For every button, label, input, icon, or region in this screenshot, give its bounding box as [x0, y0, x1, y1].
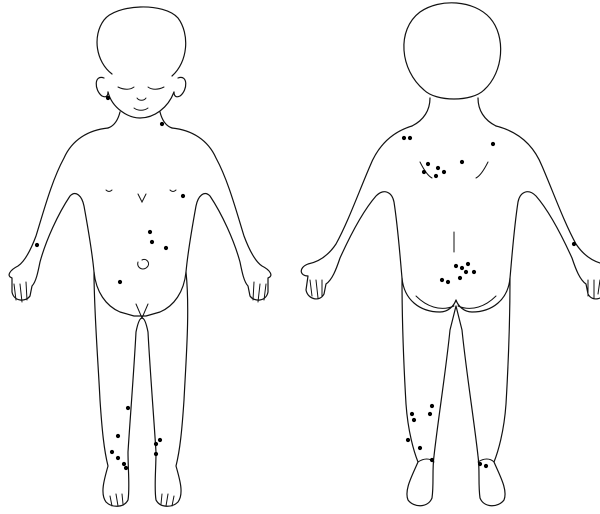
- front-sternum: [138, 194, 146, 202]
- front-lesion-dot: [116, 456, 120, 460]
- back-lesion-dot: [484, 464, 488, 468]
- back-lesion-dot: [434, 174, 438, 178]
- front-lesion-dot: [158, 438, 162, 442]
- back-lesion-dot: [418, 446, 422, 450]
- front-lesion-dot: [35, 243, 39, 247]
- front-neck-left: [108, 112, 120, 128]
- back-lesion-dot: [410, 412, 414, 416]
- front-lesion-dot: [164, 246, 168, 250]
- back-lesion-dot: [460, 160, 464, 164]
- back-lesion-dot: [430, 458, 434, 462]
- back-legs-outline: [402, 278, 510, 506]
- front-jaw: [108, 92, 174, 118]
- front-right-fingers: [253, 282, 266, 302]
- posterior-view: [301, 3, 600, 506]
- front-navel: [138, 259, 149, 269]
- front-left-fingers: [14, 282, 27, 302]
- back-gluteal-crease-left: [416, 296, 454, 308]
- front-lesion-dot: [150, 240, 154, 244]
- back-lesion-dot: [454, 264, 458, 268]
- front-nose: [137, 98, 146, 100]
- back-torso-arms-outline: [301, 126, 600, 312]
- front-head-outline: [97, 7, 186, 76]
- back-lesion-dot: [442, 170, 446, 174]
- back-lesion-dot: [408, 136, 412, 140]
- back-head-outline: [404, 3, 501, 99]
- back-lesion-dot: [402, 136, 406, 140]
- back-lesion-dot: [460, 266, 464, 270]
- front-right-ear: [174, 77, 186, 96]
- back-lesion-dot: [572, 242, 576, 246]
- back-lesion-dot: [406, 438, 410, 442]
- front-lesion-dot: [118, 280, 122, 284]
- back-lesion-dot: [428, 412, 432, 416]
- front-right-eye: [148, 87, 164, 89]
- back-right-scapula: [476, 162, 488, 178]
- back-lesion-dot: [412, 418, 416, 422]
- front-mouth: [134, 108, 148, 110]
- back-lesion-dot: [422, 170, 426, 174]
- front-lesion-dot: [126, 406, 130, 410]
- back-left-fingers: [310, 280, 322, 298]
- back-gluteal-crease-right: [458, 296, 496, 308]
- back-lesion-dot: [464, 270, 468, 274]
- front-lesion-dot: [154, 442, 158, 446]
- front-lesion-dot: [154, 452, 158, 456]
- back-right-heel: [478, 459, 494, 462]
- front-left-ear: [96, 77, 108, 96]
- back-neck-left: [412, 98, 430, 126]
- back-lesion-dot: [472, 270, 476, 274]
- front-lesion-dot: [148, 230, 152, 234]
- back-lesion-dot: [491, 142, 495, 146]
- front-lesion-dot: [160, 122, 164, 126]
- back-right-fingers: [588, 280, 600, 298]
- back-lesion-dot: [436, 166, 440, 170]
- front-right-nipple: [170, 190, 176, 192]
- back-lesion-dot: [440, 278, 444, 282]
- anterior-view: [9, 7, 271, 506]
- back-lesion-dot: [446, 280, 450, 284]
- front-torso-arms-outline: [9, 128, 271, 316]
- front-lesion-dot: [181, 194, 185, 198]
- back-lesion-dot: [430, 404, 434, 408]
- back-lesion-dot: [466, 262, 470, 266]
- back-neck-right: [478, 98, 496, 126]
- back-lesion-dot: [426, 162, 430, 166]
- front-left-nipple: [106, 190, 112, 192]
- front-left-toes: [110, 494, 123, 506]
- front-lesion-dot: [122, 462, 126, 466]
- back-lesion-dot: [458, 276, 462, 280]
- lesion-markers: [35, 96, 576, 470]
- back-lesion-dot: [478, 462, 482, 466]
- front-legs-outline: [94, 272, 188, 506]
- front-left-eye: [118, 87, 134, 89]
- front-lesion-dot: [110, 450, 114, 454]
- front-right-toes: [161, 494, 174, 506]
- front-lesion-dot: [106, 96, 110, 100]
- front-lesion-dot: [116, 434, 120, 438]
- front-lesion-dot: [124, 466, 128, 470]
